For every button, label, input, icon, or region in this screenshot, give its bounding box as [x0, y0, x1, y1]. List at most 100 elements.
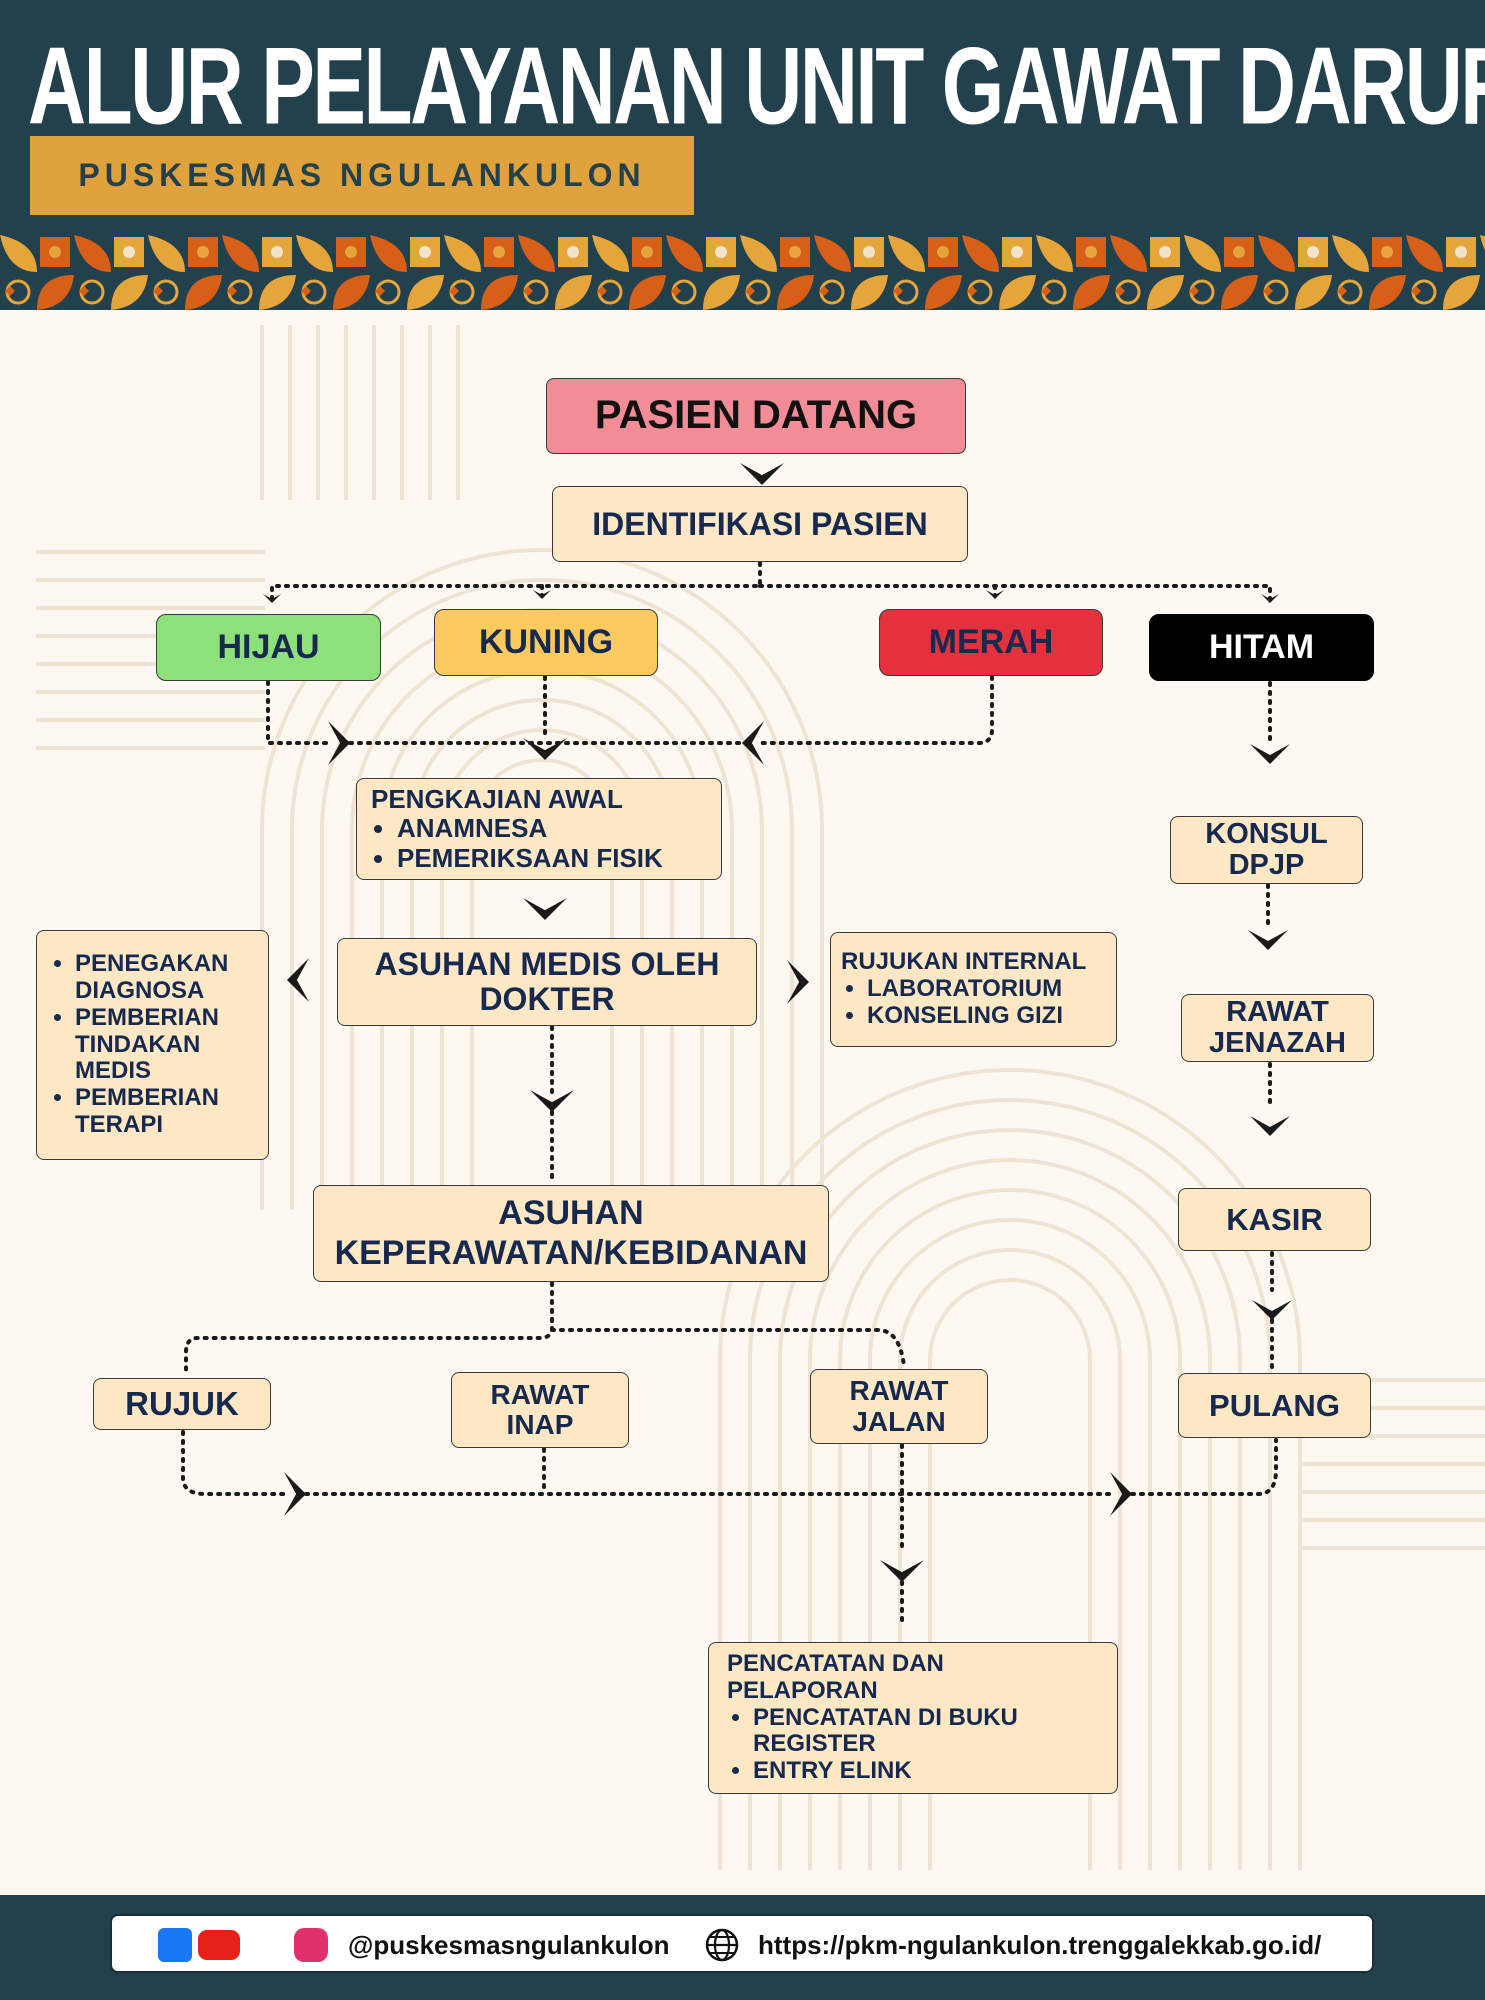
triage-hitam: HITAM: [1149, 614, 1374, 681]
social-handle[interactable]: @puskesmasngulankulon: [348, 1930, 670, 1960]
pattern-petal: [555, 275, 592, 310]
pattern-petal: [1110, 235, 1147, 272]
arrow-to-kuning: [533, 590, 551, 599]
footer: @puskesmasngulankulon https://pkm-ngulan…: [0, 1895, 1485, 2000]
reporting-list: PENCATATAN DI BUKU REGISTER ENTRY ELINK: [727, 1704, 1099, 1786]
outcome-rujuk: RUJUK: [93, 1378, 271, 1430]
pattern-dot: [863, 246, 875, 258]
arrow-start-to-identify: [740, 463, 784, 485]
konsul-line2: DPJP: [1228, 849, 1305, 881]
list-item: PENCATATAN DI BUKU REGISTER: [753, 1704, 1099, 1759]
list-item: ENTRY ELINK: [753, 1757, 1099, 1785]
medical-care-box: ASUHAN MEDIS OLEH DOKTER: [337, 938, 757, 1026]
hitam-pulang-box: PULANG: [1178, 1373, 1371, 1438]
connector-to-rawat-jalan: [550, 1328, 906, 1368]
pattern-diamond: [153, 286, 163, 296]
pattern-diamond: [597, 286, 607, 296]
pattern-petal: [370, 235, 407, 272]
pattern-petal: [1073, 275, 1110, 310]
rawat-inap-line1: RAWAT: [490, 1378, 590, 1410]
medical-care-label: ASUHAN MEDIS OLEH DOKTER: [374, 946, 720, 1017]
list-item: LABORATORIUM: [867, 975, 1086, 1003]
reporting-title: PENCATATAN DAN PELAPORAN: [727, 1649, 944, 1704]
pattern-petal: [148, 235, 185, 272]
pattern-dot: [641, 246, 653, 258]
identify-label: IDENTIFIKASI PASIEN: [592, 505, 928, 542]
connector-to-rujuk: [184, 1281, 554, 1378]
start-label: PASIEN DATANG: [594, 393, 918, 438]
pattern-diamond: [819, 286, 829, 296]
youtube-icon[interactable]: [198, 1930, 240, 1960]
jenazah-line1: RAWAT: [1226, 995, 1329, 1028]
pattern-petal: [407, 275, 444, 310]
arrow-bottom-line: [1110, 1472, 1132, 1516]
connector-to-pulang: [1130, 1438, 1278, 1496]
pattern-petal: [1036, 235, 1073, 272]
pattern-diamond: [745, 286, 755, 296]
arrow-to-internal-referral: [787, 960, 809, 1004]
pattern-petal: [999, 275, 1036, 310]
tiktok-icon[interactable]: [249, 1928, 283, 1962]
pattern-petal: [333, 275, 370, 310]
deco-arc: [898, 1248, 1122, 1870]
pattern-dot: [1233, 246, 1245, 258]
pattern-diamond: [1337, 286, 1347, 296]
pattern-diamond: [893, 286, 903, 296]
pattern-diamond: [1263, 286, 1273, 296]
pattern-petal: [481, 275, 518, 310]
assessment-title: PENGKAJIAN AWAL: [371, 784, 623, 815]
pattern-petal: [1295, 275, 1332, 310]
list-item: PEMBERIAN TINDAKAN MEDIS: [75, 1004, 256, 1086]
pattern-diamond: [671, 286, 681, 296]
pattern-petal: [185, 275, 222, 310]
pattern-petal: [703, 275, 740, 310]
arrow-to-medical-care: [523, 898, 567, 920]
outcome-rawat-inap: RAWAT INAP: [451, 1372, 629, 1448]
arrow-to-assessment: [523, 738, 567, 760]
rawat-inap-line2: INAP: [506, 1409, 574, 1440]
pattern-diamond: [1041, 286, 1051, 296]
deco-arc: [808, 1158, 1212, 1870]
triage-kuning: KUNING: [434, 609, 658, 676]
pattern-petal: [111, 275, 148, 310]
pattern-petal: [1369, 275, 1406, 310]
deco-arc: [868, 1218, 1152, 1870]
pattern-petal: [37, 275, 74, 310]
pattern-dot: [1011, 246, 1023, 258]
pattern-petal: [259, 275, 296, 310]
pattern-petal: [1258, 235, 1295, 272]
internal-referral-box: RUJUKAN INTERNAL LABORATORIUM KONSELING …: [830, 932, 1117, 1047]
internal-referral-list: LABORATORIUM KONSELING GIZI: [841, 975, 1086, 1030]
pattern-petal: [518, 235, 555, 272]
pattern-petal: [1443, 275, 1480, 310]
rawat-jalan-line1: RAWAT: [849, 1375, 949, 1407]
start-box: PASIEN DATANG: [546, 378, 966, 454]
instagram-icon[interactable]: [294, 1928, 328, 1962]
reporting-box: PENCATATAN DAN PELAPORAN PENCATATAN DI B…: [708, 1642, 1118, 1794]
pattern-diamond: [1189, 286, 1199, 296]
connector-identify-hijau: [270, 561, 762, 602]
pattern-petal: [740, 235, 777, 272]
pattern-petal: [629, 275, 666, 310]
outcome-rujuk-label: RUJUK: [125, 1385, 239, 1423]
facebook-icon[interactable]: [158, 1928, 192, 1962]
website-link[interactable]: https://pkm-ngulankulon.trenggalekkab.go…: [758, 1930, 1322, 1960]
assessment-list: ANAMNESA PEMERIKSAAN FISIK: [371, 814, 663, 872]
pattern-diamond: [375, 286, 385, 296]
arrow-hijau-merge: [328, 721, 350, 765]
arrow-kasir-to-pulang: [1252, 1300, 1292, 1320]
arrow-merah-merge: [742, 721, 764, 765]
arrow-rujuk-out: [284, 1472, 306, 1516]
medical-actions-list: PENEGAKAN DIAGNOSA PEMBERIAN TINDAKAN ME…: [49, 950, 256, 1139]
connector-merah-merge: [760, 675, 994, 745]
pattern-dot: [567, 246, 579, 258]
triage-hitam-label: HITAM: [1208, 628, 1315, 667]
hitam-jenazah-box: RAWAT JENAZAH: [1181, 994, 1374, 1062]
arrow-hitam-to-konsul: [1250, 744, 1290, 764]
medical-actions-box: PENEGAKAN DIAGNOSA PEMBERIAN TINDAKAN ME…: [36, 930, 269, 1160]
pattern-dot: [123, 246, 135, 258]
deco-arc: [260, 548, 824, 1210]
list-item: KONSELING GIZI: [867, 1002, 1086, 1030]
